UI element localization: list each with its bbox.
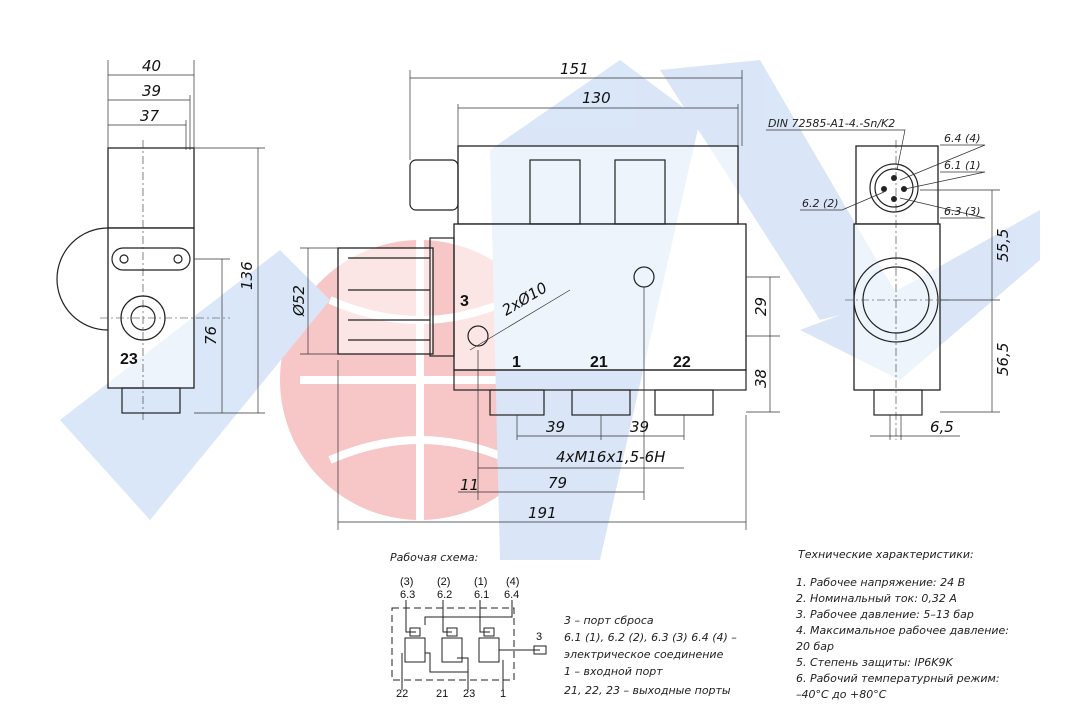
port-label-22: 22 xyxy=(673,354,691,371)
dim-39-a: 39 xyxy=(546,418,565,436)
spec-line: 3. Рабочее давление: 5–13 бар xyxy=(796,608,974,621)
right-view: DIN 72585-A1-4.-Sn/K2 6.4 (4) 6.1 (1) 6.… xyxy=(766,117,1012,440)
connector-spec: DIN 72585-A1-4.-Sn/K2 xyxy=(768,117,895,130)
schema-label: (1) xyxy=(474,576,487,588)
spec-line: 4. Максимальное рабочее давление: xyxy=(796,624,1009,637)
port-label-1: 1 xyxy=(512,354,521,371)
spec-line: 1. Рабочее напряжение: 24 В xyxy=(796,576,965,589)
dim-79: 79 xyxy=(548,474,567,492)
schema-label: 6.4 xyxy=(504,589,519,601)
working-schema: Рабочая схема: (3) 6.3 (2) 6.2 (1) 6.1 (… xyxy=(390,551,737,700)
specs-title: Технические характеристики: xyxy=(798,548,974,561)
dim-height-76: 76 xyxy=(202,326,220,345)
legend-line: 3 – порт сброса xyxy=(564,614,654,627)
dim-width-37: 37 xyxy=(140,107,160,125)
dim-29: 29 xyxy=(752,297,770,316)
dim-151: 151 xyxy=(560,60,589,78)
pin-label-6-3: 6.3 (3) xyxy=(944,205,981,218)
schema-exhaust-label: 3 xyxy=(536,631,542,643)
dim-width-40: 40 xyxy=(142,57,161,75)
schema-label: 6.2 xyxy=(437,589,452,601)
schema-label: 23 xyxy=(463,688,475,700)
dim-55-5: 55,5 xyxy=(994,229,1012,262)
dim-diameter-52: Ø52 xyxy=(290,285,308,317)
dim-thread: 4xM16x1,5-6H xyxy=(556,448,665,466)
spec-line: 5. Степень защиты: IP6K9K xyxy=(796,656,953,669)
port-label-21: 21 xyxy=(590,354,608,371)
dim-38: 38 xyxy=(752,369,770,388)
legend-line: электрическое соединение xyxy=(564,648,724,661)
port-label-3: 3 xyxy=(460,293,469,310)
schema-label: 6.3 xyxy=(400,589,415,601)
schema-label: (2) xyxy=(437,576,450,588)
dim-56-5: 56,5 xyxy=(994,343,1012,376)
pin-label-6-2: 6.2 (2) xyxy=(802,197,839,210)
dim-11: 11 xyxy=(460,476,479,494)
specifications: Технические характеристики: 1. Рабочее н… xyxy=(796,548,1009,701)
legend-line: 21, 22, 23 – выходные порты xyxy=(564,684,731,697)
port-label-23: 23 xyxy=(120,351,138,368)
schema-label: 21 xyxy=(436,688,448,700)
dim-6-5: 6,5 xyxy=(930,418,954,436)
dim-191: 191 xyxy=(528,504,557,522)
schema-label: (3) xyxy=(400,576,413,588)
left-view: 40 39 37 136 76 23 xyxy=(56,57,265,420)
spec-line: –40°С до +80°С xyxy=(796,688,887,701)
pin-label-6-4: 6.4 (4) xyxy=(944,132,981,145)
dim-39-b: 39 xyxy=(630,418,649,436)
dim-width-39: 39 xyxy=(142,82,161,100)
schema-label: 6.1 xyxy=(474,589,489,601)
schema-label: 1 xyxy=(500,688,506,700)
schema-title: Рабочая схема: xyxy=(390,551,478,564)
spec-line: 20 бар xyxy=(796,640,834,653)
dim-130: 130 xyxy=(582,89,611,107)
pin-label-6-1: 6.1 (1) xyxy=(944,159,981,172)
legend-line: 1 – входной порт xyxy=(564,665,663,678)
legend-line: 6.1 (1), 6.2 (2), 6.3 (3) 6.4 (4) – xyxy=(564,631,737,644)
dim-height-136: 136 xyxy=(238,261,256,290)
spec-line: 6. Рабочий температурный режим: xyxy=(796,672,1000,685)
spec-line: 2. Номинальный ток: 0,32 А xyxy=(796,592,957,605)
front-view: 151 130 Ø52 2xØ10 29 38 39 39 4xM16x1,5-… xyxy=(290,60,780,530)
schema-label: (4) xyxy=(506,576,519,588)
schema-label: 22 xyxy=(396,688,408,700)
